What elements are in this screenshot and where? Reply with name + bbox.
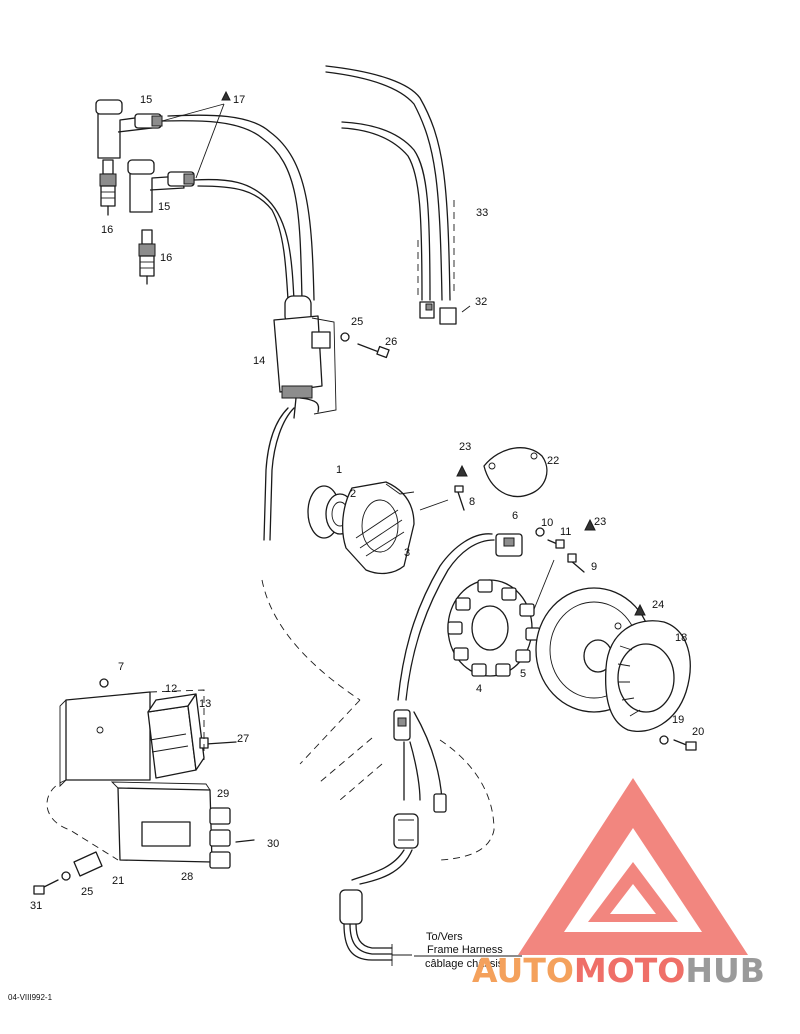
- part-label-23b: 23: [594, 516, 606, 528]
- part-label-5: 5: [520, 668, 526, 680]
- watermark-moto: MOTO: [574, 951, 685, 990]
- part-label-21: 21: [112, 875, 124, 887]
- note-line-2: Frame Harness: [427, 944, 503, 956]
- part-label-26: 26: [385, 336, 397, 348]
- part-label-8: 8: [469, 496, 475, 508]
- watermark-hub: HUB: [685, 951, 765, 990]
- harness-connector: [419, 301, 471, 325]
- part-label-24: 24: [652, 599, 664, 611]
- cover-plate: [483, 447, 548, 498]
- part-label-25a: 25: [351, 316, 363, 328]
- part-label-7: 7: [118, 661, 124, 673]
- note-line-1: To/Vers: [426, 931, 463, 943]
- note-line-3: câblage châssis: [425, 958, 504, 970]
- spark-plugs: [99, 159, 156, 285]
- part-label-20: 20: [692, 726, 704, 738]
- part-label-14: 14: [253, 355, 265, 367]
- harness-dashed-routing: [261, 579, 495, 861]
- part-label-6: 6: [512, 510, 518, 522]
- housing-screw: [454, 464, 468, 511]
- part-label-29: 29: [217, 788, 229, 800]
- stator: [447, 579, 541, 677]
- mounting-bracket: [59, 678, 151, 788]
- part-label-30: 30: [267, 838, 279, 850]
- ring-gear: [604, 603, 697, 751]
- part-label-32: 32: [475, 296, 487, 308]
- diagram-code: 04-VIII992-1: [8, 993, 53, 1002]
- trigger-coil: [397, 518, 596, 701]
- electronic-module: [147, 693, 237, 779]
- watermark-auto: AUTO: [472, 951, 574, 990]
- part-label-3: 3: [404, 547, 410, 559]
- part-label-9: 9: [591, 561, 597, 573]
- harness-tubes: [325, 65, 455, 301]
- part-label-10: 10: [541, 517, 553, 529]
- part-label-25b: 25: [81, 886, 93, 898]
- support-plate: [110, 781, 255, 869]
- part-label-33: 33: [476, 207, 488, 219]
- magneto-housing: [307, 481, 449, 575]
- lower-bracket: [33, 851, 103, 895]
- part-label-16a: 16: [101, 224, 113, 236]
- part-label-12: 12: [165, 683, 177, 695]
- part-17-pointers: [161, 90, 231, 179]
- part-label-11: 11: [560, 526, 571, 538]
- ignition-coil: [263, 295, 337, 541]
- part-label-2: 2: [350, 488, 356, 500]
- watermark-text: AUTOMOTOHUB: [472, 951, 765, 990]
- part-label-22: 22: [547, 455, 559, 467]
- coil-bolt-washer: [340, 332, 390, 359]
- part-label-15a: 15: [140, 94, 152, 106]
- part-label-28: 28: [181, 871, 193, 883]
- part-label-1: 1: [336, 464, 342, 476]
- part-label-17: 17: [233, 94, 245, 106]
- part-label-15b: 15: [158, 201, 170, 213]
- part-label-4: 4: [476, 683, 482, 695]
- part-label-23a: 23: [459, 441, 471, 453]
- part-label-13: 13: [199, 698, 211, 710]
- part-labels: 1 2 3 4 5 6 7 8 9 10 11 12 13 14 15 15 1…: [30, 94, 704, 912]
- bracket-dashed-outline: [46, 689, 205, 861]
- magneto-harness: [339, 709, 447, 966]
- part-label-19: 19: [672, 714, 684, 726]
- high-tension-leads: [161, 114, 315, 301]
- watermark-logo: [518, 778, 748, 955]
- part-label-16b: 16: [160, 252, 172, 264]
- part-label-31: 31: [30, 900, 42, 912]
- part-label-27: 27: [237, 733, 249, 745]
- frame-harness-note: To/Vers Frame Harness câblage châssis: [414, 931, 522, 970]
- part-label-18: 18: [675, 632, 687, 644]
